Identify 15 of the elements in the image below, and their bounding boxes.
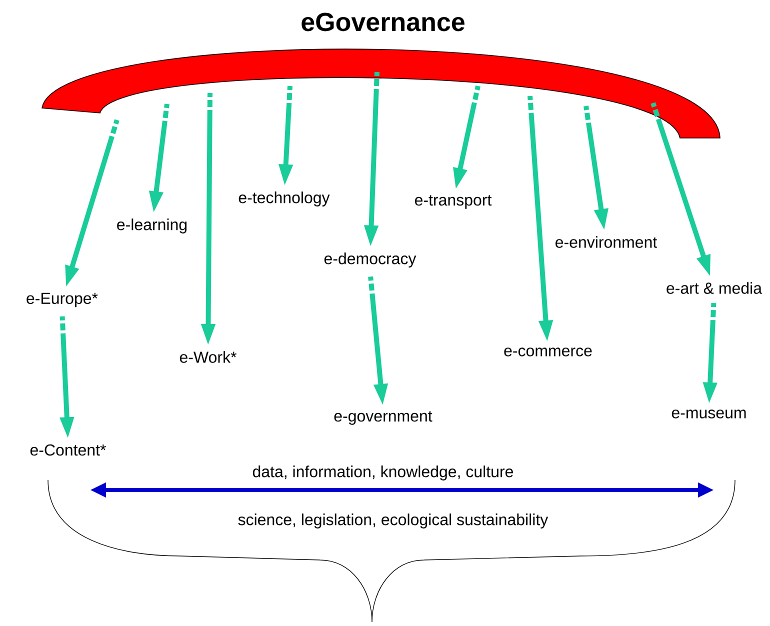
node-label: e-commerce [504,348,592,356]
node-label: e-environment [556,236,657,248]
node-label: e-Work* [180,351,236,363]
node-label: e-learning [117,218,187,234]
node-label: e-technology [238,192,330,206]
node-label: e-Europe* [26,292,98,308]
node-label: e-democracy [324,252,416,268]
node-label: e-government [334,411,432,425]
title: eGovernance [302,12,464,32]
node-label: e-transport [415,195,492,209]
node-label: e-Content* [30,444,106,456]
text-label: science, legislation, ecological sustainability [236,512,550,530]
node-label: e-museum [672,410,746,418]
node-label: e-art & media [666,282,762,294]
text-label: data, information, knowledge, culture [251,464,515,482]
